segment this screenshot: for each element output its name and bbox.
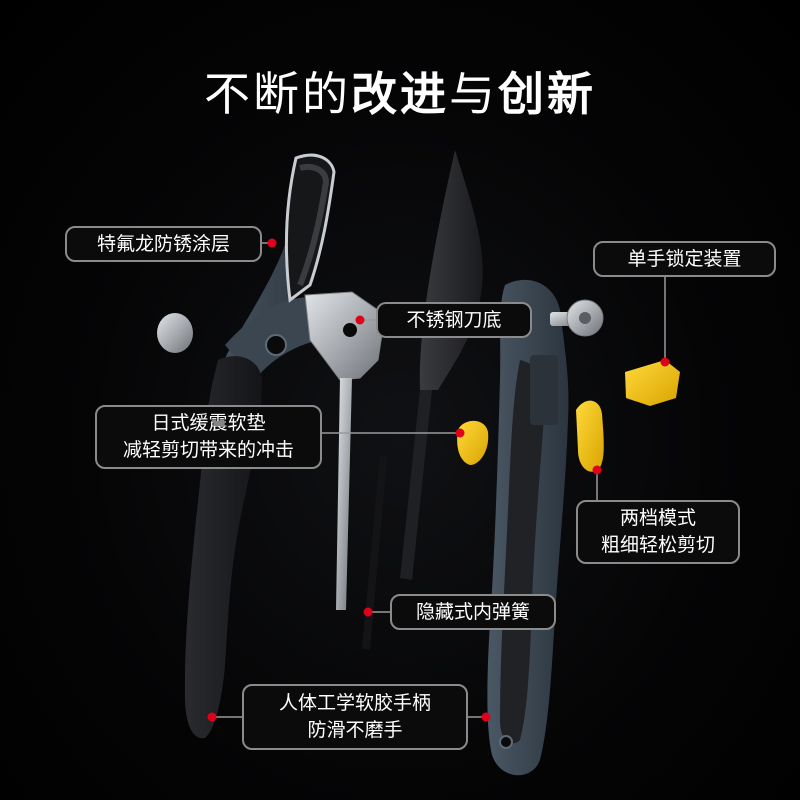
callout-teflon-coating: 特氟龙防锈涂层: [65, 226, 262, 262]
callout-hidden-spring: 隐藏式内弹簧: [390, 594, 556, 630]
right-handle: [487, 279, 569, 776]
callout-single-hand-lock-text: 单手锁定装置: [627, 247, 742, 270]
two-mode-switch: [576, 400, 604, 472]
callout-two-mode-line2: 粗细轻松剪切: [600, 534, 715, 556]
handle-detail: [530, 355, 558, 425]
callout-shock-pad: 日式缓震软垫 减轻剪切带来的冲击: [95, 405, 322, 469]
callout-two-mode: 两档模式 粗细轻松剪切: [576, 500, 740, 564]
lock-slider-part: [625, 360, 680, 406]
callout-two-mode-line1: 两档模式: [619, 507, 696, 529]
shock-pad-part: [457, 420, 489, 465]
lanyard-hole: [499, 735, 513, 749]
marker-dots: [207, 238, 670, 722]
headline-part-3: 与: [449, 67, 498, 121]
callout-shock-pad-line2: 减轻剪切带来的冲击: [122, 439, 294, 461]
upper-blade: [419, 150, 483, 390]
callout-stainless-blade-base: 不锈钢刀底: [376, 302, 532, 338]
headline: 不断的改进与创新: [0, 58, 800, 124]
left-blade: [284, 153, 336, 303]
callout-shock-pad-line1: 日式缓震软垫: [151, 412, 266, 434]
callout-teflon-coating-text: 特氟龙防锈涂层: [96, 232, 230, 255]
headline-part-1: 不断的: [204, 67, 351, 121]
handle-pivot-hole: [265, 334, 287, 356]
spring-strip: [362, 455, 387, 650]
stainless-blade-base: [304, 291, 386, 610]
headline-part-4: 创新: [498, 67, 596, 121]
headline-part-2: 改进: [351, 67, 449, 121]
leader-lines: [212, 242, 666, 718]
callout-grip-line1: 人体工学软胶手柄: [278, 692, 431, 714]
pivot-bolt: [550, 299, 604, 337]
callout-stainless-blade-base-text: 不锈钢刀底: [406, 308, 502, 331]
washer: [157, 313, 193, 353]
callout-hidden-spring-text: 隐藏式内弹簧: [415, 600, 530, 623]
callout-grip: 人体工学软胶手柄 防滑不磨手: [242, 684, 468, 750]
blade-tang: [400, 390, 432, 580]
callout-grip-line2: 防滑不磨手: [307, 719, 403, 741]
callout-single-hand-lock: 单手锁定装置: [593, 241, 776, 277]
